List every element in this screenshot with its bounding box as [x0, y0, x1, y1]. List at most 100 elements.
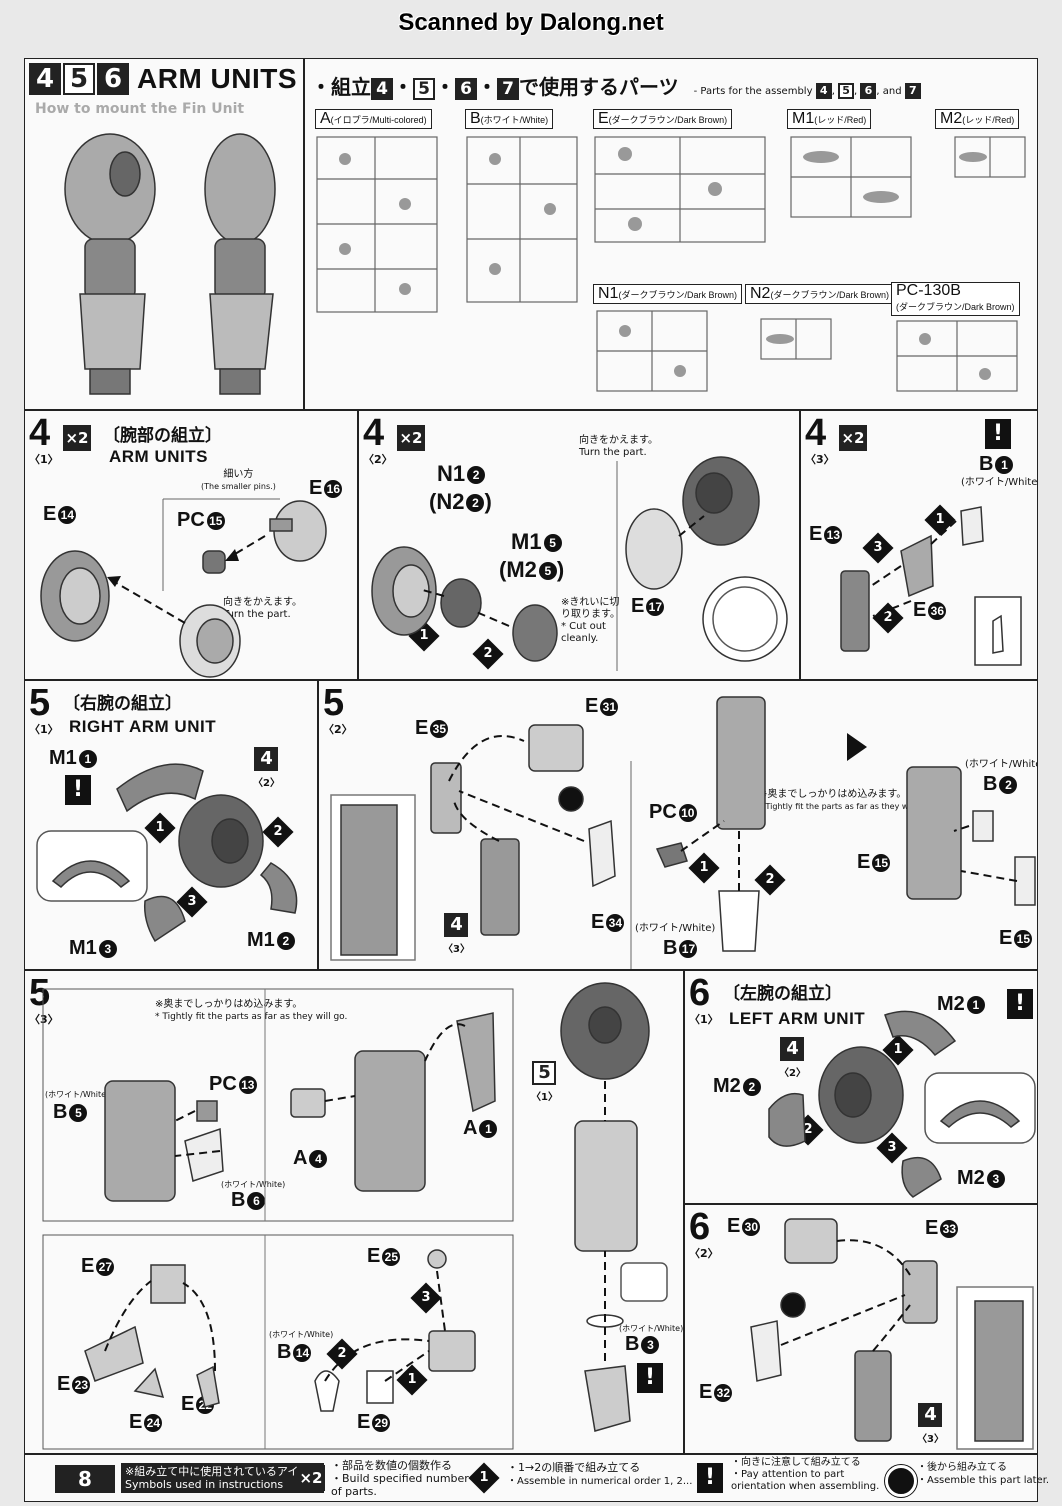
note-fit-en-5-2: * Tightly fit the parts as far as they w…: [759, 802, 931, 811]
legend-warn-en: ・Pay attention to part orientation when …: [731, 1469, 880, 1492]
step-5-1-title-jp: 〔右腕の組立〕: [63, 694, 182, 714]
ref-4-3b-sub: 〈3〉: [917, 1434, 944, 1445]
step-5-1-number: 5: [29, 682, 51, 724]
page-title: ARM UNITS: [137, 63, 298, 94]
scan-watermark: Scanned by Dalong.net: [398, 9, 664, 36]
parts-num-4: 4: [371, 78, 393, 100]
label-m1-letter: M1: [511, 529, 542, 554]
runner-sprue-drawings: [316, 136, 1026, 392]
label-e32-num: 32: [714, 1383, 733, 1402]
parts-heading-prefix: ・組立: [311, 75, 371, 99]
badge-5: 5: [63, 63, 95, 95]
label-b1-color: (ホワイト/White): [961, 477, 1038, 488]
label-pc15-num: 15: [206, 511, 225, 530]
label-b14-num: 14: [293, 1343, 312, 1362]
label-e34-letter: E: [591, 911, 605, 933]
label-e31-letter: E: [585, 695, 599, 717]
label-b3-letter: B: [625, 1333, 640, 1355]
label-a1-letter: A: [463, 1117, 478, 1139]
note-turn-en-4-2: Turn the part.: [579, 447, 647, 458]
step-6-2-diagram: [750, 1218, 1034, 1450]
ref-5-1-num: 5: [532, 1061, 557, 1085]
badge-6: 6: [97, 63, 129, 95]
parts-num-6: 6: [455, 78, 477, 100]
step-5-1-warning-icon: !: [65, 775, 91, 805]
parts-num-7: 7: [497, 78, 519, 100]
step-5-3-substep: 〈3〉: [29, 1013, 59, 1026]
label-e31-num: 31: [600, 697, 619, 716]
label-e36-letter: E: [913, 599, 927, 621]
step-4-1-number: 4: [29, 412, 51, 454]
legend-heading-jp: ※組み立て中に使用されているアイコン: [125, 1465, 321, 1478]
label-b17-color: (ホワイト/White): [635, 923, 716, 934]
label-e29-letter: E: [357, 1411, 371, 1433]
label-e35-letter: E: [415, 717, 429, 739]
legend-later-desc: ・後から組み立てる・Assemble this part later.: [917, 1461, 1049, 1487]
legend-multiplier-icon: ×2: [297, 1465, 325, 1491]
label-e29-num: 29: [372, 1413, 391, 1432]
legend-order-icon: 1: [468, 1462, 500, 1494]
label-m1a-num: 1: [78, 749, 97, 768]
label-b17-num: 17: [679, 939, 698, 958]
label-b6-num: 6: [247, 1191, 266, 1210]
step-6-1-number: 6: [689, 972, 711, 1014]
step-4-3-diagram: [840, 506, 1022, 666]
legend-order-desc: ・1→2の順番で組み立てる・Assemble in numerical orde…: [507, 1461, 692, 1488]
runner-n2-code: N2: [750, 285, 771, 302]
label-n2-letter: (N2: [429, 489, 465, 514]
runner-e-desc: (ダークブラウン/Dark Brown): [608, 115, 728, 125]
note-fit-en-5-3: * Tightly fit the parts as far as they w…: [155, 1012, 348, 1022]
label-a4-num: 4: [309, 1149, 328, 1168]
parts-en-num-4: 4: [815, 83, 832, 99]
label-e17-letter: E: [631, 595, 645, 617]
step-5-1-substep: 〈1〉: [29, 723, 59, 736]
note-smaller-en: (The smaller pins.): [201, 482, 276, 491]
legend-heading-en: Symbols used in instructions: [125, 1478, 284, 1491]
step-4-3-multiplier: ×2: [839, 425, 867, 451]
label-m1b-letter: M1: [247, 929, 275, 951]
step-4-3-warning-icon: !: [985, 419, 1011, 449]
label-e24-letter: E: [129, 1411, 143, 1433]
label-e27-letter: E: [81, 1255, 95, 1277]
label-m2a-num: 1: [966, 995, 985, 1014]
runner-label-n1: N1(ダークブラウン/Dark Brown): [593, 284, 742, 304]
label-b5-letter: B: [53, 1101, 68, 1123]
note-cut-jp: ※きれいに切り取ります。: [561, 597, 620, 620]
label-e15b-num: 15: [1014, 929, 1033, 948]
label-pc13-num: 13: [238, 1075, 257, 1094]
note-fit-5-3: ※奥までしっかりはめ込みます。* Tightly fit the parts a…: [155, 999, 347, 1023]
runner-e-code: E: [598, 110, 609, 127]
legend-mult-en: ・Build specified number of parts.: [331, 1472, 469, 1498]
badge-4: 4: [29, 63, 61, 95]
label-e13-num: 13: [824, 525, 843, 544]
label-e33-letter: E: [925, 1217, 939, 1239]
parts-heading-en: - Parts for the assembly 4, 5, 6, and 7: [694, 83, 921, 99]
note-turn-4-1: 向きをかえます。Turn the part.: [223, 597, 302, 621]
label-pc10-letter: PC: [649, 801, 677, 823]
step-4-2-number: 4: [363, 412, 385, 454]
step-4-1-multiplier: ×2: [63, 425, 91, 451]
note-turn-jp-4-2: 向きをかえます。: [579, 435, 658, 446]
